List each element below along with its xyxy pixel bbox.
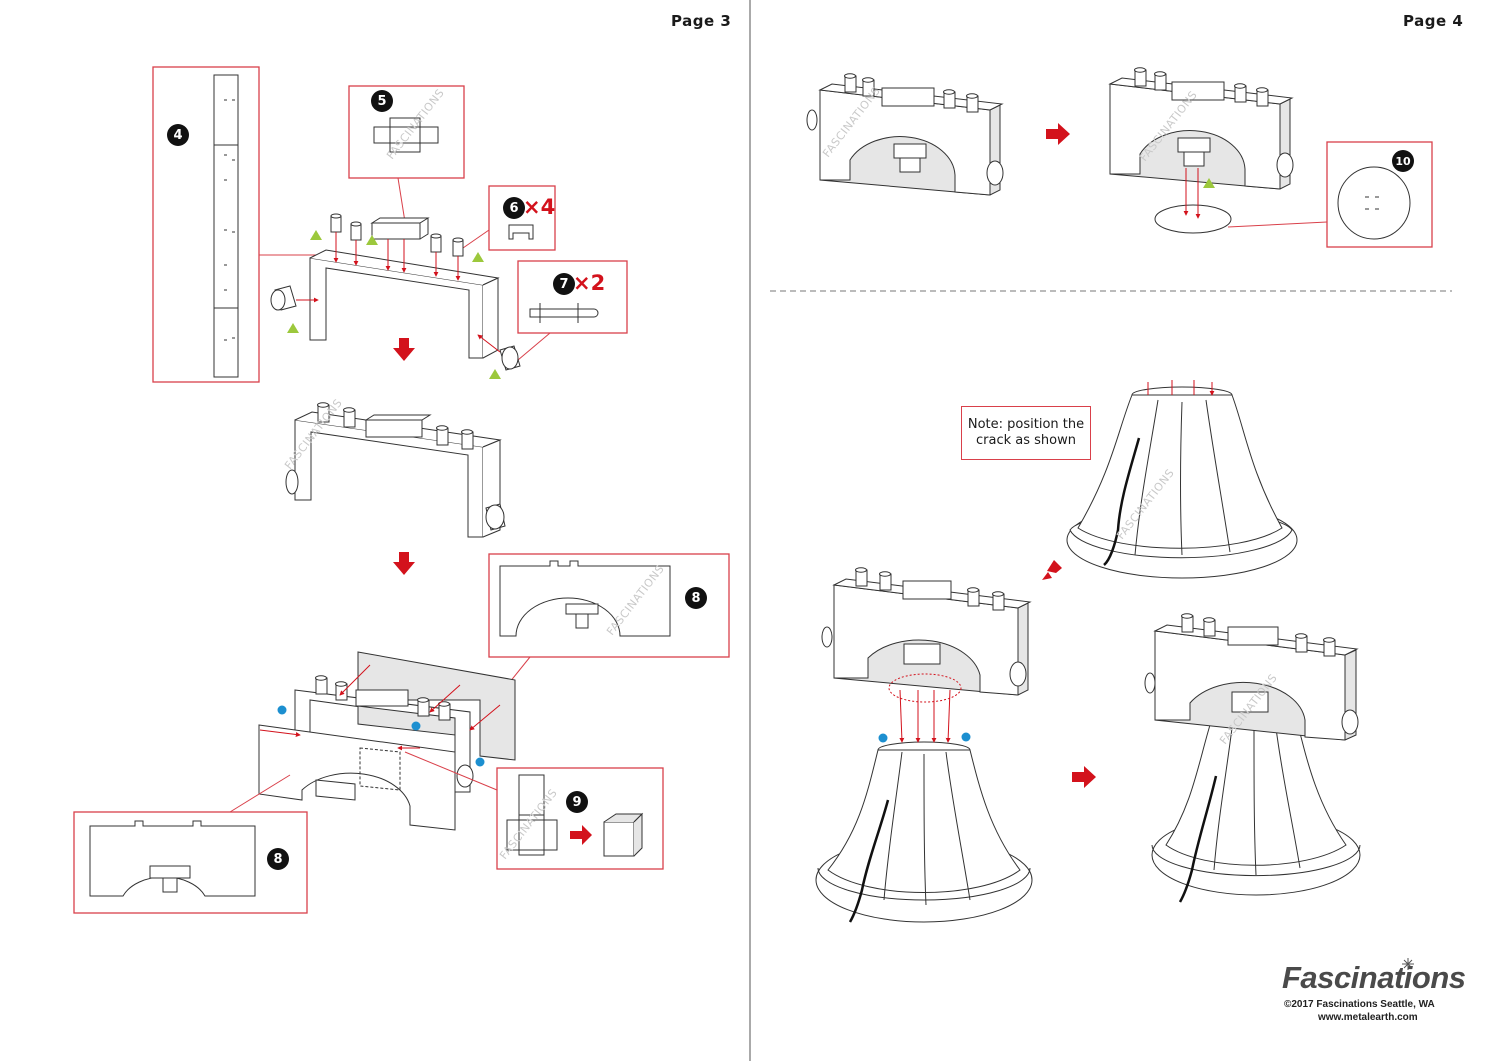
step-number-7: 7: [553, 273, 575, 295]
page-number-right: Page 4: [1403, 12, 1464, 30]
frame-assembly-2: [285, 402, 506, 538]
crack-note: Note: position the crack as shown: [961, 406, 1091, 460]
gate-assembly-a: [806, 73, 1004, 196]
gate-bell-arrows: [899, 689, 951, 743]
svg-text:FASCINATIONS: FASCINATIONS: [384, 86, 447, 161]
peg: [430, 233, 442, 253]
step-7-callout: [517, 260, 628, 361]
assembly-arrows-3: [259, 664, 501, 751]
down-arrow: [393, 552, 415, 575]
diagonal-arrow: [1042, 560, 1062, 580]
down-arrow: [393, 338, 415, 361]
step-number-8-top: 8: [685, 587, 707, 609]
right-arrow: [1072, 766, 1096, 788]
bell-top: [1066, 386, 1298, 579]
note-line-2: crack as shown: [976, 433, 1076, 448]
assembly-arrows-1: [296, 232, 501, 353]
step-number-5: 5: [371, 90, 393, 112]
page-number-left: Page 3: [671, 12, 732, 30]
frame-assembly-3: [258, 651, 516, 831]
note-line-1: Note: position the: [967, 417, 1085, 432]
step-8-bottom-callout: [73, 774, 308, 914]
step-number-4: 4: [167, 124, 189, 146]
final-assembly: [1144, 613, 1361, 903]
logo-star-icon: [1402, 958, 1414, 970]
step-4-callout: [152, 66, 330, 383]
peg: [452, 237, 464, 257]
step-8-top-callout: [488, 553, 730, 689]
peg: [330, 213, 342, 233]
right-arrow: [1046, 123, 1070, 145]
gate-with-bell: [815, 567, 1033, 923]
blue-markers-4: [878, 732, 971, 743]
quantity-7: ×2: [573, 271, 606, 295]
step-9-callout: [404, 751, 664, 870]
step-number-9: 9: [566, 791, 588, 813]
website-text: www.metalearth.com: [1318, 1012, 1418, 1023]
disc-arrows: [1183, 168, 1201, 219]
step-5-callout: [348, 85, 465, 223]
step-number-8-bottom: 8: [267, 848, 289, 870]
step-10-callout: [1227, 141, 1433, 248]
brand-logo: Fascinations: [1282, 960, 1466, 995]
quantity-6: ×4: [523, 195, 556, 219]
copyright-text: ©2017 Fascinations Seattle, WA: [1284, 999, 1435, 1010]
blue-markers-3: [277, 705, 485, 767]
step-number-10: 10: [1392, 150, 1414, 172]
cylinder: [270, 285, 297, 311]
green-marker: [1203, 178, 1215, 188]
gate-assembly-b: [1108, 67, 1294, 234]
cylinder: [499, 345, 521, 371]
green-markers-1: [287, 230, 501, 379]
step-6-callout: [462, 185, 556, 251]
step-number-6: 6: [503, 197, 525, 219]
frame-assembly-1: [270, 213, 521, 371]
bell-top-arrows: [1147, 380, 1212, 395]
peg: [350, 221, 362, 241]
